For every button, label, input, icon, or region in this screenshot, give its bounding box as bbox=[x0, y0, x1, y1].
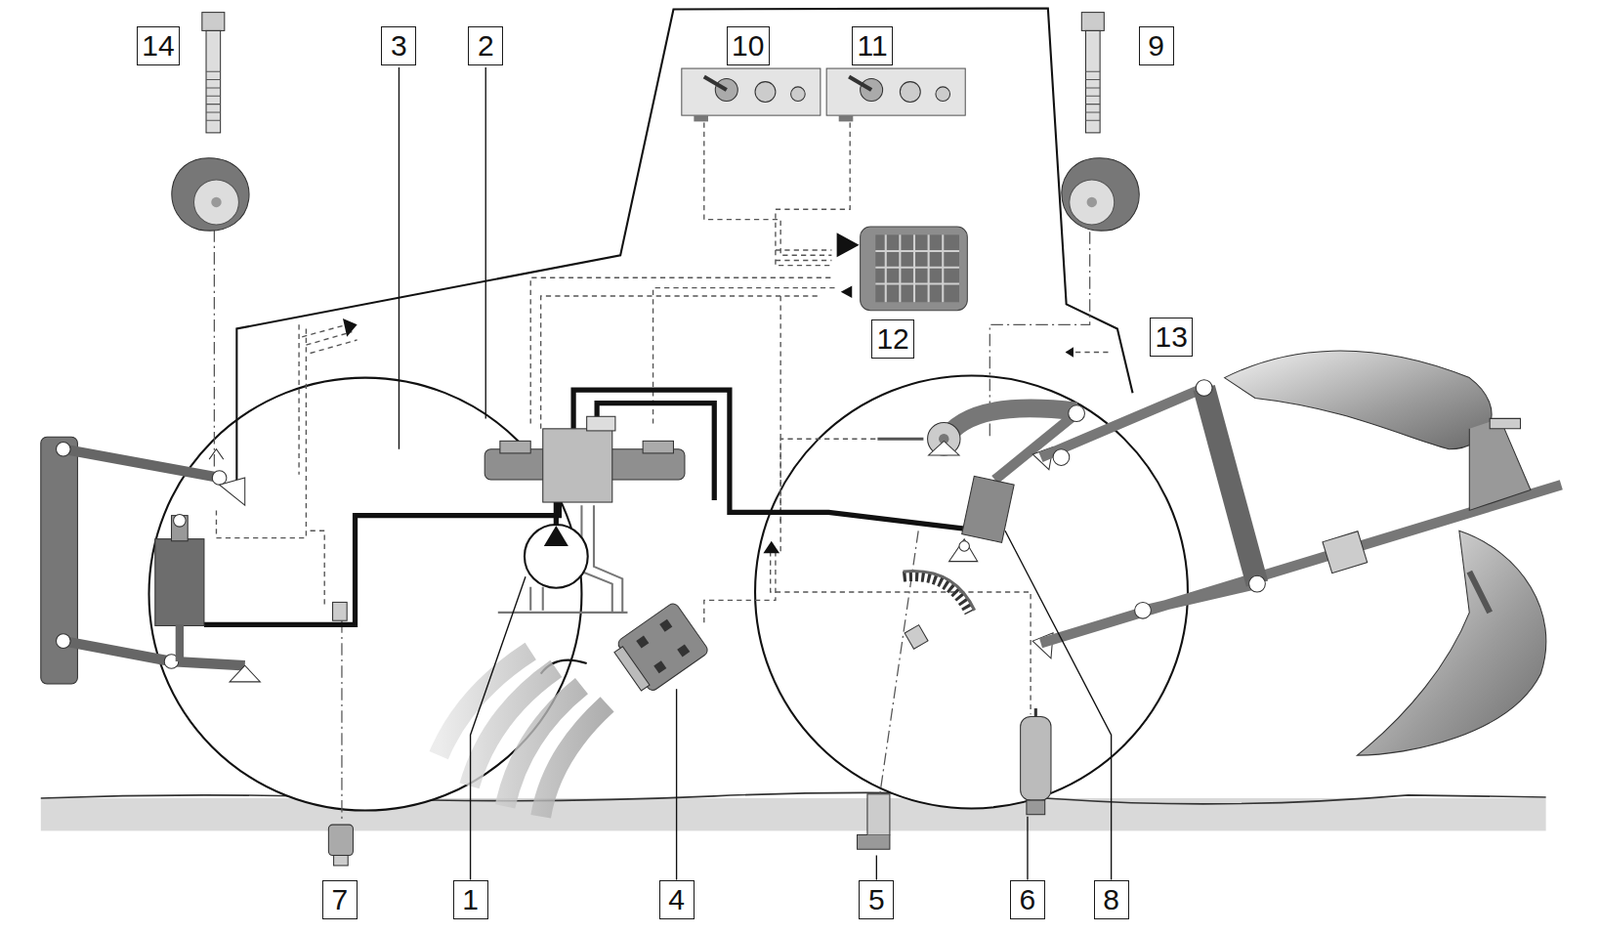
callout-number: 9 bbox=[1138, 26, 1175, 66]
control-valve bbox=[484, 416, 685, 503]
control-panels bbox=[681, 68, 966, 122]
hydraulic-pump bbox=[524, 500, 589, 589]
callout-text: 7 bbox=[332, 884, 349, 915]
callout-number: 7 bbox=[322, 880, 358, 920]
callout-number: 2 bbox=[467, 26, 504, 66]
ground-line bbox=[41, 792, 1547, 804]
sector-sensor bbox=[903, 571, 975, 650]
callout-number: 10 bbox=[726, 26, 770, 66]
callout-number: 8 bbox=[1094, 880, 1130, 920]
ground bbox=[41, 798, 1547, 831]
callout-number: 1 bbox=[453, 880, 489, 920]
callout-number: 6 bbox=[1010, 880, 1046, 920]
callout-text: 9 bbox=[1147, 31, 1165, 61]
callout-number: 4 bbox=[659, 880, 695, 920]
callout-number: 13 bbox=[1149, 317, 1193, 357]
callout-text: 11 bbox=[857, 31, 888, 61]
callout-number: 12 bbox=[871, 319, 915, 359]
callout-number: 3 bbox=[380, 26, 417, 66]
front-hitch bbox=[41, 436, 347, 684]
leader-lines bbox=[398, 67, 1111, 881]
position-sensor bbox=[1061, 12, 1139, 231]
callout-number: 11 bbox=[851, 26, 893, 66]
callout-text: 14 bbox=[141, 31, 174, 61]
callout-text: 6 bbox=[1019, 884, 1037, 915]
rear-hitch bbox=[877, 405, 1085, 659]
wheel-speed-sensor bbox=[857, 794, 890, 849]
callout-text: 10 bbox=[731, 31, 764, 61]
position-sensor bbox=[171, 12, 250, 231]
callout-text: 5 bbox=[868, 884, 885, 915]
front-wheel bbox=[755, 376, 1188, 809]
control-unit bbox=[837, 226, 969, 311]
mechanical-links bbox=[213, 207, 1090, 822]
tank-lines bbox=[498, 505, 629, 613]
callout-text: 12 bbox=[876, 324, 909, 354]
callout-text: 4 bbox=[668, 884, 685, 915]
draft-sensor bbox=[1020, 708, 1052, 815]
tractor-body bbox=[236, 7, 1133, 480]
callout-number: 5 bbox=[858, 880, 894, 920]
callout-text: 8 bbox=[1102, 884, 1120, 915]
pressure-sensor bbox=[328, 824, 353, 866]
callout-text: 2 bbox=[477, 31, 495, 61]
callout-text: 1 bbox=[462, 884, 479, 915]
callout-text: 13 bbox=[1155, 322, 1188, 352]
hydraulic-lines bbox=[204, 389, 965, 625]
callout-number: 14 bbox=[136, 26, 180, 66]
plough bbox=[1041, 350, 1562, 756]
callout-text: 3 bbox=[390, 31, 408, 61]
